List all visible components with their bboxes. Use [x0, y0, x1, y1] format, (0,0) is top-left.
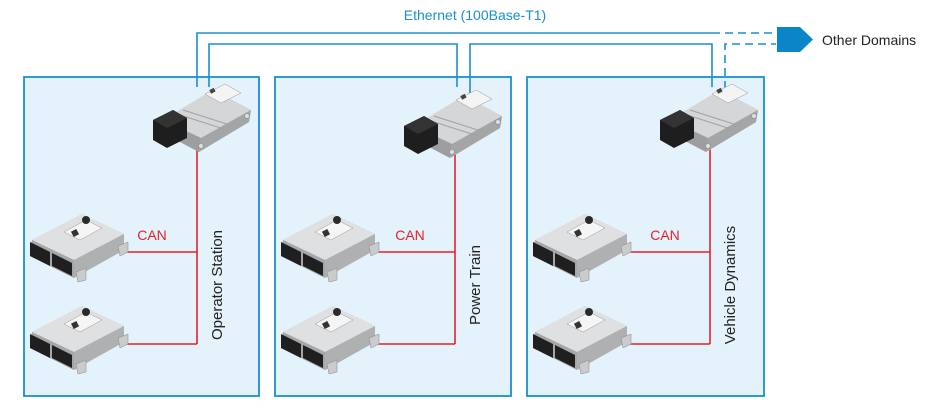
can-label: CAN [137, 227, 167, 243]
other-domains-arrow-icon [777, 27, 813, 52]
ethernet-dashed-out-2 [724, 43, 776, 89]
other-domains-label: Other Domains [822, 32, 916, 48]
domain-label: Vehicle Dynamics [722, 226, 739, 344]
can-label: CAN [650, 227, 680, 243]
domain-label: Operator Station [209, 230, 226, 340]
ethernet-trunk-outer [196, 32, 712, 87]
domain-label: Power Train [467, 245, 484, 325]
can-label: CAN [395, 227, 425, 243]
ethernet-label: Ethernet (100Base-T1) [404, 7, 546, 23]
ethernet-link-2-3 [469, 43, 713, 93]
ethernet-link-1-2 [208, 43, 458, 87]
